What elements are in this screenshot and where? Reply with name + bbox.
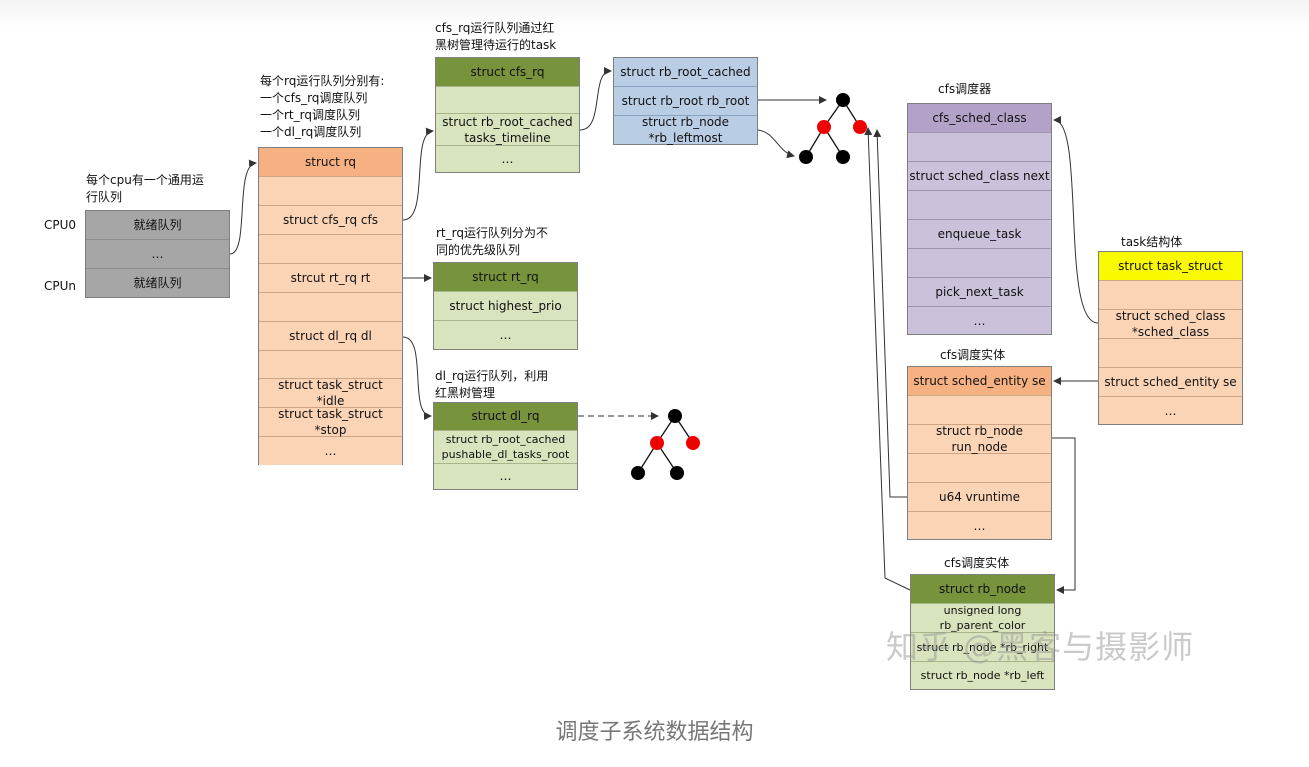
sched-entity-box: struct sched_entity se struct rb_node ru… <box>907 366 1052 540</box>
rb-node-left: struct rb_node *rb_left <box>911 662 1054 689</box>
cfs-sched-class-box: cfs_sched_class struct sched_class next … <box>907 103 1052 335</box>
rb-root-cached-head: struct rb_root_cached <box>614 58 757 87</box>
watermark: 知乎 @黑客与摄影师 <box>886 628 1195 666</box>
cpu-runqueue-ellipsis: … <box>86 240 229 269</box>
sched-class-cell <box>908 249 1051 278</box>
rq-dl-field: struct dl_rq dl <box>259 322 402 351</box>
connector-rq-to-cfs-rq <box>402 127 434 221</box>
rb-node-right: struct rb_node *rb_right <box>911 633 1054 662</box>
rbtree-cfs-node <box>817 120 831 134</box>
sched-class-next: struct sched_class next <box>908 162 1051 191</box>
struct-rq-box: struct rq struct cfs_rq cfs strcut rt_rq… <box>258 147 403 465</box>
note-cfs-entity: cfs调度实体 <box>940 348 1006 362</box>
rbtree-cfs <box>799 93 867 164</box>
rbtree-dl-node <box>686 436 700 450</box>
rq-ellipsis: … <box>259 437 402 465</box>
rb-root-field: struct rb_root rb_root <box>614 87 757 116</box>
rbtree-dl-node <box>650 436 664 450</box>
dl-rq-ellipsis: … <box>434 464 577 489</box>
rbtree-cfs-node <box>836 150 850 164</box>
task-struct-cell <box>1099 281 1242 310</box>
task-struct-se: struct sched_entity se <box>1099 368 1242 397</box>
sched-entity-ellipsis: … <box>908 512 1051 539</box>
dl-rq-pushable-root: struct rb_root_cached pushable_dl_tasks_… <box>434 431 577 464</box>
connector-cpu-to-rq <box>229 159 257 255</box>
note-task: task结构体 <box>1121 235 1183 249</box>
note-cpu: 每个cpu有一个通用运 行队列 <box>86 173 204 204</box>
cpun-runqueue: 就绪队列 <box>86 269 229 297</box>
cpu-runqueue-box: 就绪队列 … 就绪队列 <box>85 210 230 298</box>
task-struct-ellipsis: … <box>1099 397 1242 424</box>
note-cfs-rq: cfs_rq运行队列通过红 黑树管理待运行的task <box>435 21 557 52</box>
sched-class-pick-next-task: pick_next_task <box>908 278 1051 307</box>
connector-rq-to-dl-rq <box>402 336 432 420</box>
note-cfs-sched: cfs调度器 <box>938 82 992 96</box>
rbtree-dl-node <box>668 409 682 423</box>
dl-rq-head: struct dl_rq <box>434 403 577 431</box>
cfs-rq-head: struct cfs_rq <box>436 58 579 87</box>
rq-cell <box>259 293 402 322</box>
connector-layer <box>229 67 1099 594</box>
rq-cell <box>259 235 402 264</box>
cfs-rq-cell <box>436 87 579 114</box>
rq-cell <box>259 351 402 379</box>
note-rq: 每个rq运行队列分别有: 一个cfs_rq调度队列 一个rt_rq调度队列 一个… <box>260 74 385 139</box>
rb-node-box: struct rb_node unsigned long rb_parent_c… <box>910 574 1055 690</box>
task-struct-sched-class: struct sched_class *sched_class <box>1099 309 1242 339</box>
rq-rt-field: strcut rt_rq rt <box>259 264 402 293</box>
struct-cfs-rq-box: struct cfs_rq struct rb_root_cached task… <box>435 57 580 173</box>
task-struct-head: struct task_struct <box>1099 252 1242 281</box>
cpun-label: CPUn <box>44 279 77 293</box>
note-cfs-entity-2: cfs调度实体 <box>944 556 1010 570</box>
struct-dl-rq-box: struct dl_rq struct rb_root_cached pusha… <box>433 402 578 490</box>
rt-rq-head: struct rt_rq <box>434 263 577 292</box>
sched-class-enqueue-task: enqueue_task <box>908 220 1051 249</box>
connector-task-to-sched-class <box>1053 116 1099 324</box>
cpu0-runqueue: 就绪队列 <box>86 211 229 240</box>
sched-entity-vruntime: u64 vruntime <box>908 483 1051 512</box>
rbtree-cfs-node <box>853 120 867 134</box>
note-rt-rq: rt_rq运行队列分为不 同的优先级队列 <box>436 226 548 257</box>
connector-vruntime-to-tree <box>873 129 907 498</box>
figure-caption: 调度子系统数据结构 <box>555 720 754 745</box>
rq-cfs-field: struct cfs_rq cfs <box>259 206 402 235</box>
cfs-rq-tasks-timeline: struct rb_root_cached tasks_timeline <box>436 114 579 146</box>
task-struct-box: struct task_struct struct sched_class *s… <box>1098 251 1243 425</box>
note-dl-rq: dl_rq运行队列，利用 红黑树管理 <box>435 369 549 400</box>
rbtree-cfs-node <box>836 93 850 107</box>
rbtree-dl-node <box>631 466 645 480</box>
sched-entity-cell <box>908 396 1051 425</box>
rt-rq-highest-prio: struct highest_prio <box>434 292 577 321</box>
rq-cell <box>259 177 402 206</box>
sched-class-cell <box>908 133 1051 162</box>
sched-class-head: cfs_sched_class <box>908 104 1051 133</box>
connector-cfs-rq-to-rb-root <box>579 67 612 131</box>
connector-rb-node-to-tree <box>864 127 911 591</box>
struct-rt-rq-box: struct rt_rq struct highest_prio … <box>433 262 578 350</box>
sched-class-ellipsis: … <box>908 307 1051 334</box>
connector-run-node-to-rb-node <box>1052 437 1076 594</box>
connector-leftmost-to-tree <box>757 129 795 159</box>
sched-class-cell <box>908 191 1051 220</box>
rb-leftmost-field: struct rb_node *rb_leftmost <box>614 115 757 145</box>
rt-rq-ellipsis: … <box>434 321 577 349</box>
rq-idle-field: struct task_struct *idle <box>259 378 402 408</box>
rbtree-dl <box>631 409 700 480</box>
sched-entity-run-node: struct rb_node run_node <box>908 424 1051 454</box>
struct-rb-root-cached-box: struct rb_root_cached struct rb_root rb_… <box>613 57 758 145</box>
cfs-rq-ellipsis: … <box>436 146 579 172</box>
rq-stop-field: struct task_struct *stop <box>259 407 402 437</box>
task-struct-cell <box>1099 339 1242 368</box>
rq-head: struct rq <box>259 148 402 177</box>
sched-entity-head: struct sched_entity se <box>908 367 1051 396</box>
cpu0-label: CPU0 <box>44 218 77 232</box>
rb-node-head: struct rb_node <box>911 575 1054 604</box>
scheduler-diagram: 每个cpu有一个通用运 行队列 每个rq运行队列分别有: 一个cfs_rq调度队… <box>44 21 1243 690</box>
rbtree-dl-node <box>670 466 684 480</box>
rb-node-parent-color: unsigned long rb_parent_color <box>911 604 1054 633</box>
sched-entity-cell <box>908 454 1051 483</box>
rbtree-cfs-node <box>799 150 813 164</box>
